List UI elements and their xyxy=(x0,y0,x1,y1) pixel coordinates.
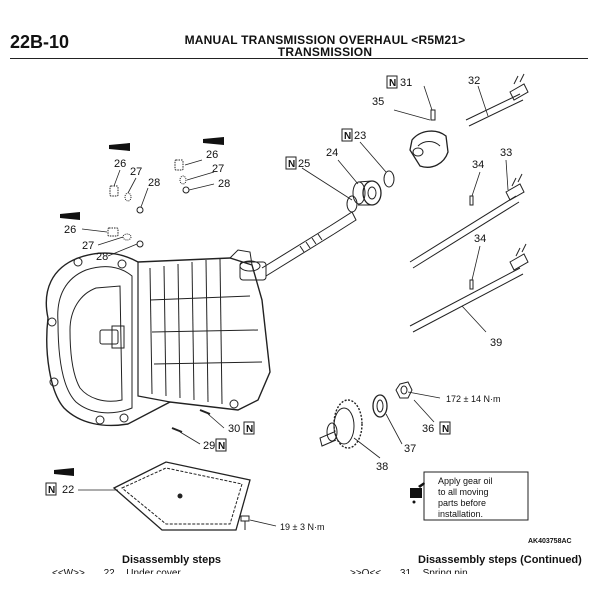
note-line-2: to all moving xyxy=(438,487,489,497)
new-part-markers: N N N N N N N xyxy=(45,75,451,496)
step-line-left: <<W>> 22. Under cover xyxy=(52,568,181,579)
sealant-arrow-icon xyxy=(54,468,74,476)
part-label-34a: 34 xyxy=(472,159,484,171)
bolt-19nm xyxy=(240,515,250,530)
part-label-33: 33 xyxy=(500,147,512,159)
part-label-29: 29 xyxy=(203,440,215,452)
svg-text:N: N xyxy=(218,441,225,452)
page-cutoff xyxy=(0,574,600,600)
svg-text:N: N xyxy=(442,424,449,435)
shift-fork-35 xyxy=(409,130,449,168)
shift-rail-39 xyxy=(409,243,529,333)
sealant-arrow-icon xyxy=(109,143,130,151)
shift-rail-32 xyxy=(465,73,529,127)
page-subtitle: TRANSMISSION xyxy=(277,45,373,59)
gear-38 xyxy=(319,399,363,449)
part-label-26b: 26 xyxy=(206,149,218,161)
sealant-arrow-icon xyxy=(203,137,224,145)
bearing-37 xyxy=(372,394,388,418)
spring-pin-30 xyxy=(199,409,211,415)
plug-set-left xyxy=(107,227,144,248)
part-label-34b: 34 xyxy=(474,233,486,245)
part-label-25: 25 xyxy=(298,158,310,170)
svg-text:N: N xyxy=(344,131,351,142)
part-label-26c: 26 xyxy=(64,224,76,236)
step-number: 31. xyxy=(400,568,414,579)
part-label-39: 39 xyxy=(490,337,502,349)
part-label-35: 35 xyxy=(372,96,384,108)
part-label-32: 32 xyxy=(468,75,480,87)
part-label-31: 31 xyxy=(400,77,412,89)
new-part-icon: N xyxy=(215,438,227,452)
note-line-3: parts before xyxy=(438,498,486,508)
part-label-26a: 26 xyxy=(114,158,126,170)
part-labels: 26 27 28 26 27 28 26 27 28 25 24 23 35 3… xyxy=(62,75,512,496)
spring-pin-34-lower xyxy=(469,279,474,290)
svg-text:N: N xyxy=(246,424,253,435)
shift-rail-33 xyxy=(409,173,525,269)
part-label-28b: 28 xyxy=(218,178,230,190)
header-rule xyxy=(10,58,588,59)
step-ref: >>Q<< xyxy=(350,568,381,579)
svg-text:N: N xyxy=(48,485,55,496)
part-label-27a: 27 xyxy=(130,166,142,178)
nut-36 xyxy=(395,381,413,399)
plug-set-top-right xyxy=(174,159,190,194)
transmission-case xyxy=(45,249,271,427)
under-cover-22 xyxy=(112,461,251,531)
new-part-icon: N xyxy=(45,482,57,496)
sealant-arrows xyxy=(54,137,224,476)
part-label-27b: 27 xyxy=(212,163,224,175)
note-line-4: installation. xyxy=(438,509,483,519)
step-line-right: >>Q<< 31. Spring pin xyxy=(350,568,468,579)
page-number: 22B-10 xyxy=(10,32,70,52)
plug-set-top-left xyxy=(109,185,144,214)
output-shaft xyxy=(239,211,357,277)
part-label-36: 36 xyxy=(422,423,434,435)
steps-heading-right: Disassembly steps (Continued) xyxy=(418,554,582,566)
new-part-icon: N xyxy=(285,156,297,170)
part-label-27c: 27 xyxy=(82,240,94,252)
step-ref: <<W>> xyxy=(52,568,85,579)
snap-ring-25 xyxy=(346,195,358,213)
part-label-23: 23 xyxy=(354,130,366,142)
part-label-28a: 28 xyxy=(148,177,160,189)
step-text: Under cover xyxy=(126,568,180,579)
part-label-22: 22 xyxy=(62,484,74,496)
spring-pin-31 xyxy=(430,109,436,121)
sealant-arrow-icon xyxy=(60,212,80,220)
oil-can-icon xyxy=(410,482,425,504)
step-text: Spring pin xyxy=(423,568,468,579)
part-label-24: 24 xyxy=(326,147,338,159)
svg-text:N: N xyxy=(389,78,396,89)
svg-text:N: N xyxy=(288,159,295,170)
spring-pin-29 xyxy=(171,427,183,433)
part-label-38: 38 xyxy=(376,461,388,473)
leader-lines xyxy=(78,85,509,527)
spring-pin-34-upper xyxy=(469,195,474,206)
steps-heading-left: Disassembly steps xyxy=(122,554,222,566)
part-label-28c: 28 xyxy=(96,251,108,263)
torque-nut-label: 172 ± 14 N·m xyxy=(446,394,500,404)
new-part-icon: N xyxy=(439,421,451,435)
part-label-30: 30 xyxy=(228,423,240,435)
torque-bolt-label: 19 ± 3 N·m xyxy=(280,522,324,532)
page-title: MANUAL TRANSMISSION OVERHAUL <R5M21> xyxy=(184,33,466,47)
step-number: 22. xyxy=(104,568,118,579)
part-label-37: 37 xyxy=(404,443,416,455)
new-part-icon: N xyxy=(341,128,353,142)
new-part-icon: N xyxy=(386,75,398,89)
new-part-icon: N xyxy=(243,421,255,435)
note-line-1: Apply gear oil xyxy=(438,476,493,486)
oil-seal-23 xyxy=(383,170,395,188)
gear-oil-note: Apply gear oil to all moving parts befor… xyxy=(410,471,529,521)
bearing-24 xyxy=(352,180,382,206)
figure-code: AK403758AC xyxy=(528,538,572,545)
